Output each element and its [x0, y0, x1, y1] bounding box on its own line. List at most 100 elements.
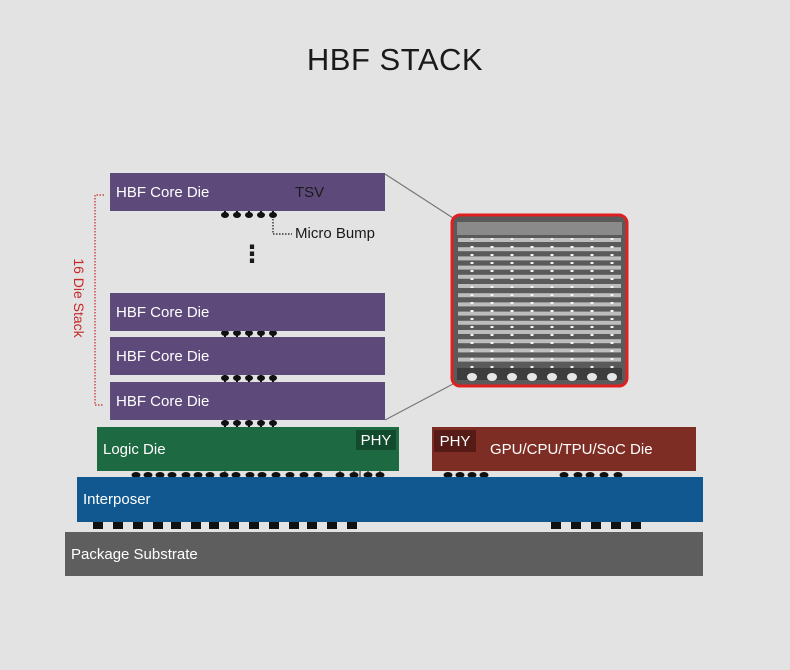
micro-bump	[245, 330, 253, 336]
micro-bump	[219, 472, 229, 478]
micro-bump	[221, 330, 229, 336]
c4-bump	[171, 522, 181, 529]
gpu-die-phy: PHY	[434, 430, 476, 452]
micro-bump	[313, 472, 323, 478]
micro-bump	[233, 420, 241, 426]
c4-bump	[93, 522, 103, 529]
c4-bump	[289, 522, 299, 529]
interposer-label: Interposer	[83, 491, 151, 508]
zoom-layer	[458, 256, 621, 261]
zoom-layer	[458, 302, 621, 307]
c4-bump	[611, 522, 621, 529]
micro-bump	[205, 472, 215, 478]
micro-bump	[613, 472, 623, 478]
c4-bump	[209, 522, 219, 529]
core-die-label: HBF Core Die	[116, 392, 210, 410]
zoom-bump	[547, 373, 557, 381]
zoom-layer	[458, 357, 621, 362]
hbf-core-die-3: HBF Core Die	[110, 293, 385, 331]
zoom-connector	[384, 383, 454, 421]
zoom-layer	[458, 238, 621, 242]
micro-bump-leader	[272, 219, 292, 235]
zoom-layer	[458, 330, 621, 334]
micro-bump	[193, 472, 203, 478]
core-die-label: HBF Core Die	[116, 183, 210, 201]
micro-bump	[299, 472, 309, 478]
zoom-layer	[458, 274, 621, 279]
zoom-bump	[467, 373, 477, 381]
micro-bump	[257, 472, 267, 478]
micro-bump	[467, 472, 477, 478]
zoom-layer	[458, 284, 621, 288]
c4-bump	[229, 522, 239, 529]
micro-bump	[349, 472, 359, 478]
micro-bump	[231, 472, 241, 478]
micro-bump	[375, 472, 385, 478]
micro-bump	[585, 472, 595, 478]
micro-bump	[269, 420, 277, 426]
logic-die: Logic Die	[97, 427, 399, 471]
micro-bump	[233, 375, 241, 381]
micro-bump	[245, 375, 253, 381]
gpu-cpu-tpu-soc-die: GPU/CPU/TPU/SoC Die	[432, 427, 696, 471]
micro-bump	[221, 420, 229, 426]
zoom-layer	[458, 311, 621, 316]
hbf-core-die-1: HBF Core Die	[110, 382, 385, 420]
logic-die-label: Logic Die	[103, 440, 166, 458]
c4-bump	[269, 522, 279, 529]
tsv-label: TSV	[295, 184, 325, 201]
zoom-bump	[567, 373, 577, 381]
micro-bump	[257, 212, 265, 218]
micro-bump	[257, 420, 265, 426]
micro-bump	[455, 472, 465, 478]
micro-bump	[245, 420, 253, 426]
micro-bump	[257, 375, 265, 381]
c4-bump	[347, 522, 357, 529]
c4-bump	[133, 522, 143, 529]
c4-bump	[591, 522, 601, 529]
micro-bump	[233, 330, 241, 336]
stack-bracket	[94, 194, 104, 406]
logic-die-phy: PHY	[356, 430, 396, 450]
micro-bump	[181, 472, 191, 478]
stack-ellipsis: ⋮	[240, 241, 264, 268]
zoom-connector	[384, 173, 454, 219]
zoom-inset-top	[457, 222, 622, 235]
micro-bump	[443, 472, 453, 478]
micro-bump	[269, 212, 277, 218]
micro-bump	[245, 472, 255, 478]
c4-bump	[307, 522, 317, 529]
micro-bump	[221, 375, 229, 381]
zoom-bottom	[457, 368, 622, 380]
c4-bump	[153, 522, 163, 529]
micro-bump	[269, 330, 277, 336]
zoom-layer	[458, 348, 621, 353]
micro-bump	[167, 472, 177, 478]
micro-bump	[573, 472, 583, 478]
zoom-layer	[458, 339, 621, 344]
micro-bump	[131, 472, 141, 478]
zoom-bump	[507, 373, 517, 381]
micro-bump	[285, 472, 295, 478]
micro-bump	[479, 472, 489, 478]
c4-bump	[571, 522, 581, 529]
zoom-layer	[458, 320, 621, 325]
zoom-bump	[587, 373, 597, 381]
micro-bump	[245, 212, 253, 218]
zoom-layer	[458, 293, 621, 298]
micro-bump	[599, 472, 609, 478]
package-substrate: Package Substrate	[65, 532, 703, 576]
micro-bump	[155, 472, 165, 478]
c4-bump	[113, 522, 123, 529]
micro-bump	[363, 472, 373, 478]
package-substrate-label: Package Substrate	[71, 545, 198, 563]
zoom-layer	[458, 247, 621, 252]
micro-bump	[271, 472, 281, 478]
zoom-layer	[458, 265, 621, 270]
micro-bump	[221, 212, 229, 218]
c4-bump	[631, 522, 641, 529]
core-die-label: HBF Core Die	[116, 347, 210, 365]
stack-count-label: 16 Die Stack	[71, 258, 87, 338]
diagram-title: HBF STACK	[306, 42, 484, 77]
micro-bump	[233, 212, 241, 218]
